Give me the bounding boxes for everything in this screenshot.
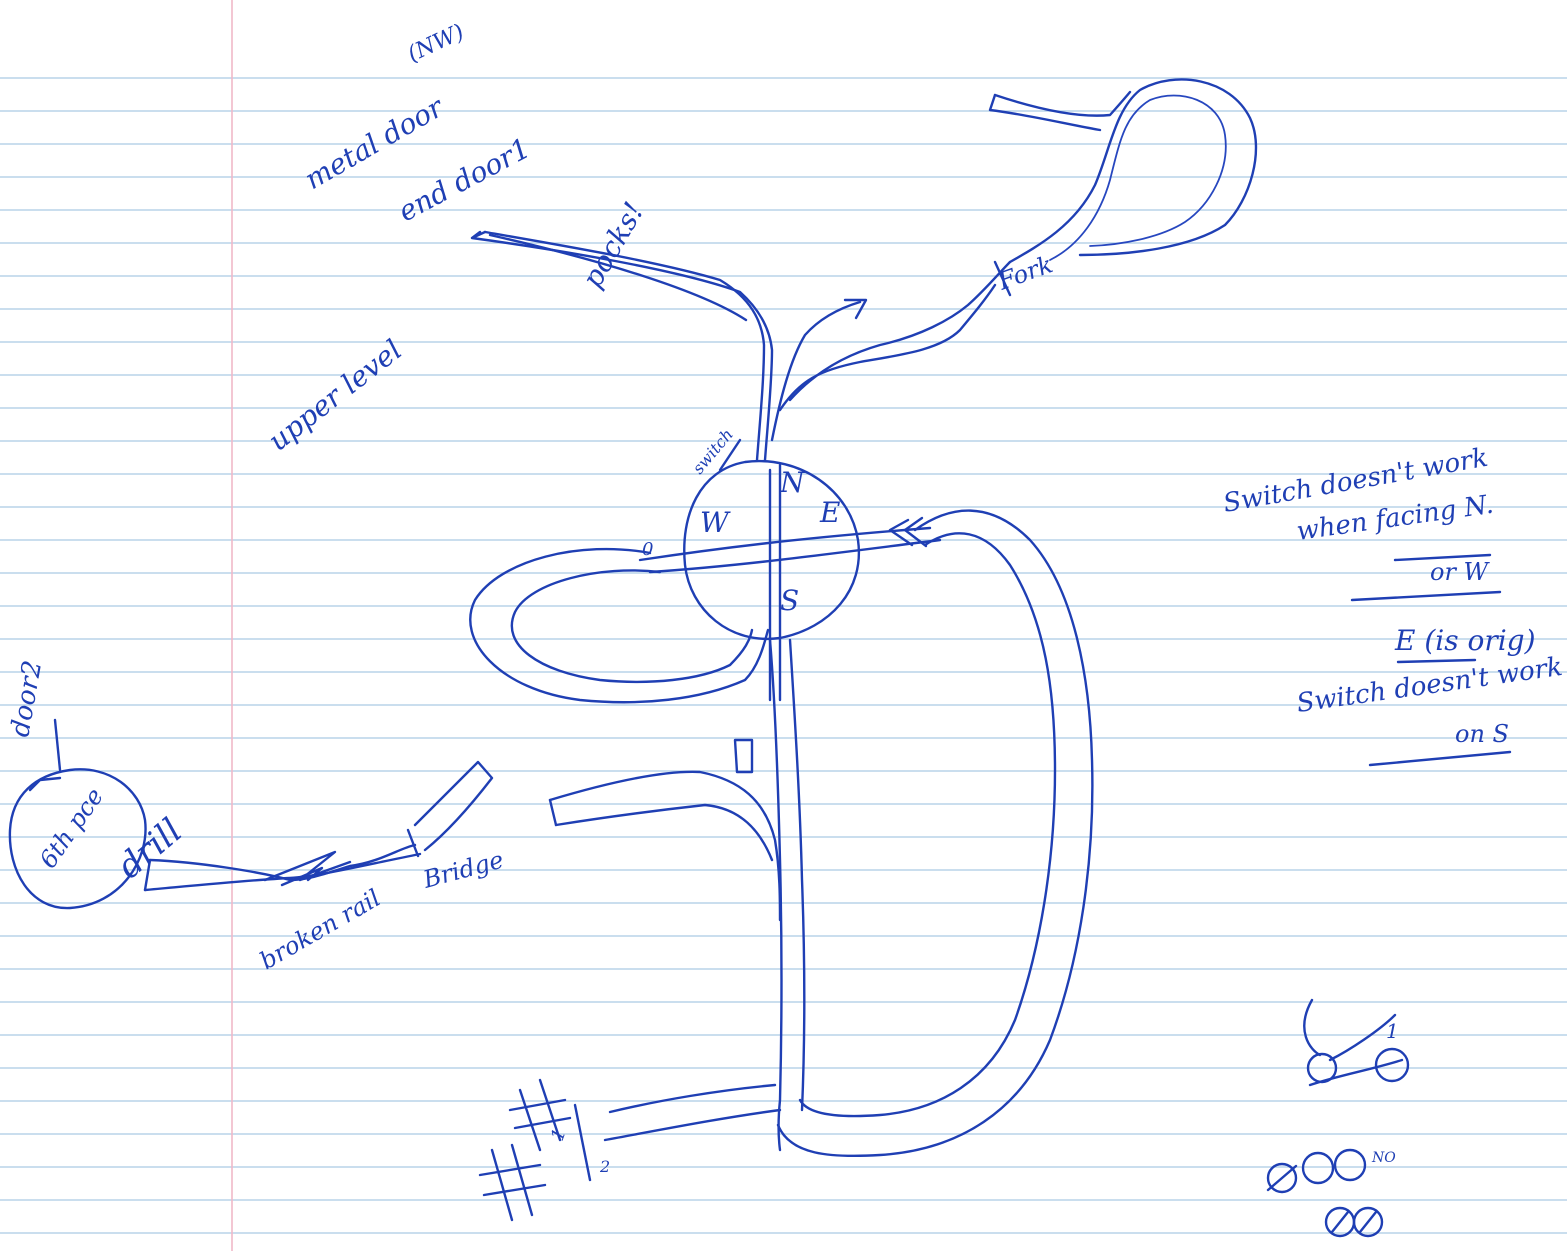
side-note-line6: on S xyxy=(1455,720,1509,748)
door2-connector xyxy=(55,720,60,770)
broken-rail-mark xyxy=(265,852,350,885)
side-note-line3: or W xyxy=(1430,558,1491,586)
switch-label: switch xyxy=(689,425,737,478)
fork-passage-upper xyxy=(790,262,1010,400)
box-marker xyxy=(735,740,752,772)
sixth-piece-label: 6th pce xyxy=(34,783,109,874)
loop-outer xyxy=(1010,79,1256,262)
left-loop-inner xyxy=(512,570,752,681)
bridge-label: Bridge xyxy=(419,846,506,894)
bottom-branch-upper xyxy=(610,1085,775,1112)
nw-tag: (NW) xyxy=(404,20,468,68)
zero-label: 0 xyxy=(642,539,653,560)
upper-passage-left-wall xyxy=(472,232,772,460)
circle-q-2 xyxy=(1335,1150,1365,1180)
compass-n: N xyxy=(779,466,806,499)
door2-label: door2 xyxy=(5,658,48,739)
arrow-shaft xyxy=(772,302,860,440)
bridge-line xyxy=(408,830,418,856)
right-loop-inner xyxy=(800,533,1055,1116)
underline-4 xyxy=(1370,752,1510,765)
right-loop-outer xyxy=(778,511,1092,1156)
bottom-branch-lower xyxy=(605,1110,780,1140)
corridor-right-wall xyxy=(790,640,804,1110)
door2-connector-2 xyxy=(30,778,60,790)
underline-2 xyxy=(1352,592,1500,600)
mid-branch-upper xyxy=(550,772,780,920)
no-label: NO xyxy=(1371,1150,1396,1166)
compass-w: W xyxy=(700,506,731,539)
compass-e: E xyxy=(819,496,840,529)
upper-level-label: upper level xyxy=(262,333,408,457)
marker-1-right: 1 xyxy=(1386,1019,1399,1043)
fork-label: Fork xyxy=(994,250,1057,296)
compass-s: S xyxy=(780,584,799,617)
end-door-label: end door1 xyxy=(393,131,536,228)
compass-we-line-lower xyxy=(650,540,940,572)
loop-inner xyxy=(1050,95,1226,260)
marker-2: 2 xyxy=(599,1157,610,1176)
side-note-line4: E (is orig) xyxy=(1394,624,1536,657)
fork-passage-lower xyxy=(780,285,995,410)
loop-tail-top xyxy=(995,92,1130,116)
circle-q-1 xyxy=(1303,1153,1333,1183)
bottom-branch-cap xyxy=(575,1105,590,1180)
drill-label: drill xyxy=(110,811,190,887)
marker-1: 1 xyxy=(547,1126,571,1144)
hatch-marks-lower xyxy=(480,1145,545,1220)
underline-3 xyxy=(1398,660,1475,662)
broken-rail-label: broken rail xyxy=(255,884,385,975)
pocks-label: pocks! xyxy=(575,196,650,293)
mid-branch-lower xyxy=(556,805,772,860)
loop-tail-bottom xyxy=(990,95,1100,130)
